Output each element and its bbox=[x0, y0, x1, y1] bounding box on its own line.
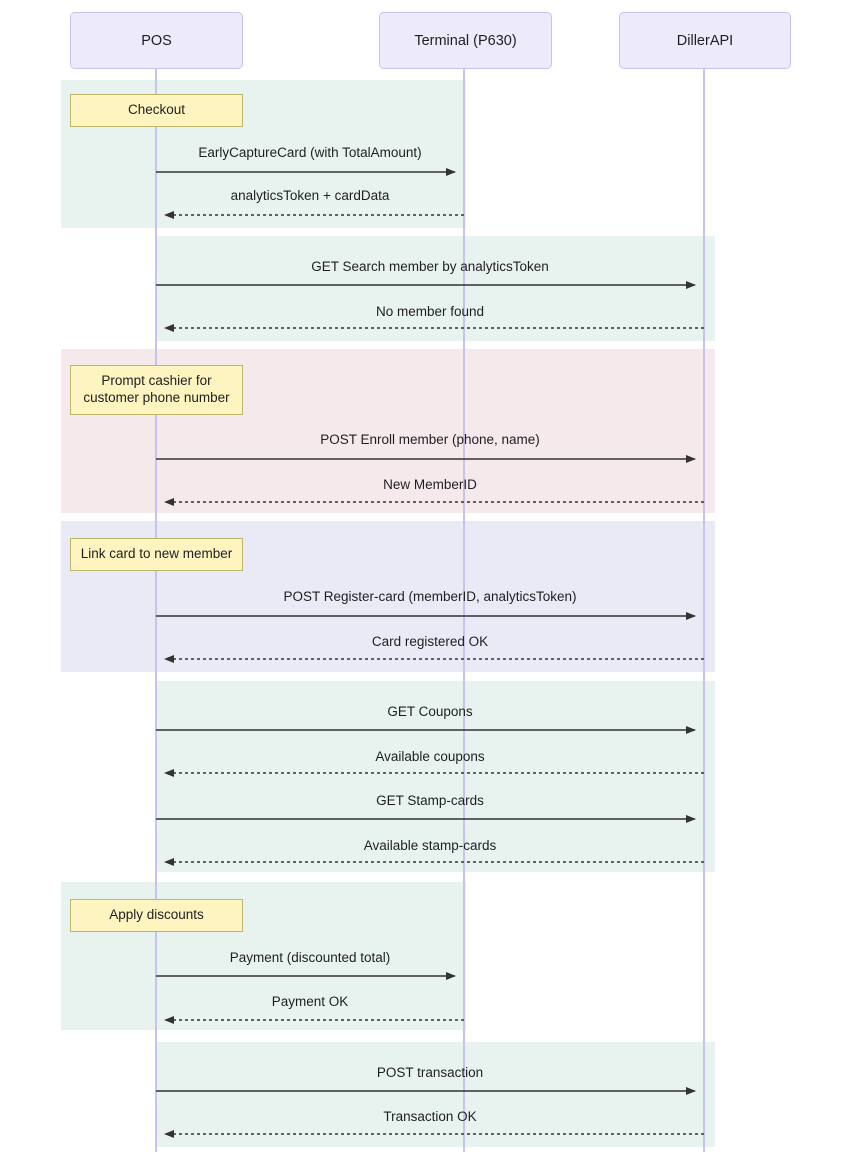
msg-6-label: New MemberID bbox=[383, 477, 477, 492]
lifelines bbox=[155, 69, 705, 1152]
actor-box-pos[interactable]: POS bbox=[70, 12, 243, 69]
actor-box-diller[interactable]: DillerAPI bbox=[619, 12, 791, 69]
note-link-card-label: Link card to new member bbox=[80, 546, 233, 562]
msg-16-label: Transaction OK bbox=[383, 1109, 477, 1124]
msg-8-label: Card registered OK bbox=[371, 634, 489, 649]
note-apply-discounts[interactable]: Apply discounts bbox=[70, 899, 243, 932]
msg-11-label: GET Stamp-cards bbox=[376, 793, 484, 808]
actor-box-terminal[interactable]: Terminal (P630) bbox=[379, 12, 552, 69]
msg-2-label: analyticsToken + cardData bbox=[230, 188, 390, 203]
msg-10-label: Available coupons bbox=[375, 749, 485, 764]
msg-13-label: Payment (discounted total) bbox=[229, 950, 391, 965]
benefits-lookup-phase bbox=[155, 681, 715, 872]
note-checkout-label: Checkout bbox=[127, 102, 186, 118]
msg-15-label: POST transaction bbox=[376, 1065, 484, 1080]
msg-5-label: POST Enroll member (phone, name) bbox=[320, 432, 540, 447]
transaction-post-phase bbox=[155, 1042, 715, 1147]
note-apply-discounts-label: Apply discounts bbox=[109, 907, 204, 923]
msg-1-label: EarlyCaptureCard (with TotalAmount) bbox=[198, 145, 422, 160]
msg-3-label: GET Search member by analyticsToken bbox=[311, 259, 549, 274]
member-lookup-phase bbox=[155, 236, 715, 341]
note-prompt-label: Prompt cashier for customer phone number bbox=[83, 373, 230, 405]
msg-14-label: Payment OK bbox=[271, 994, 349, 1009]
note-prompt[interactable]: Prompt cashier for customer phone number bbox=[70, 365, 243, 415]
actor-label-pos: POS bbox=[141, 32, 172, 49]
phase-rectangles bbox=[61, 80, 715, 1147]
msg-7-label: POST Register-card (memberID, analyticsT… bbox=[283, 589, 577, 604]
message-arrows bbox=[156, 168, 704, 1138]
note-checkout[interactable]: Checkout bbox=[70, 94, 243, 127]
actor-label-diller: DillerAPI bbox=[676, 32, 734, 49]
note-link-card[interactable]: Link card to new member bbox=[70, 538, 243, 571]
msg-4-label: No member found bbox=[375, 304, 485, 319]
msg-12-label: Available stamp-cards bbox=[363, 838, 497, 853]
msg-9-label: GET Coupons bbox=[387, 704, 473, 719]
actor-label-terminal: Terminal (P630) bbox=[414, 32, 517, 49]
